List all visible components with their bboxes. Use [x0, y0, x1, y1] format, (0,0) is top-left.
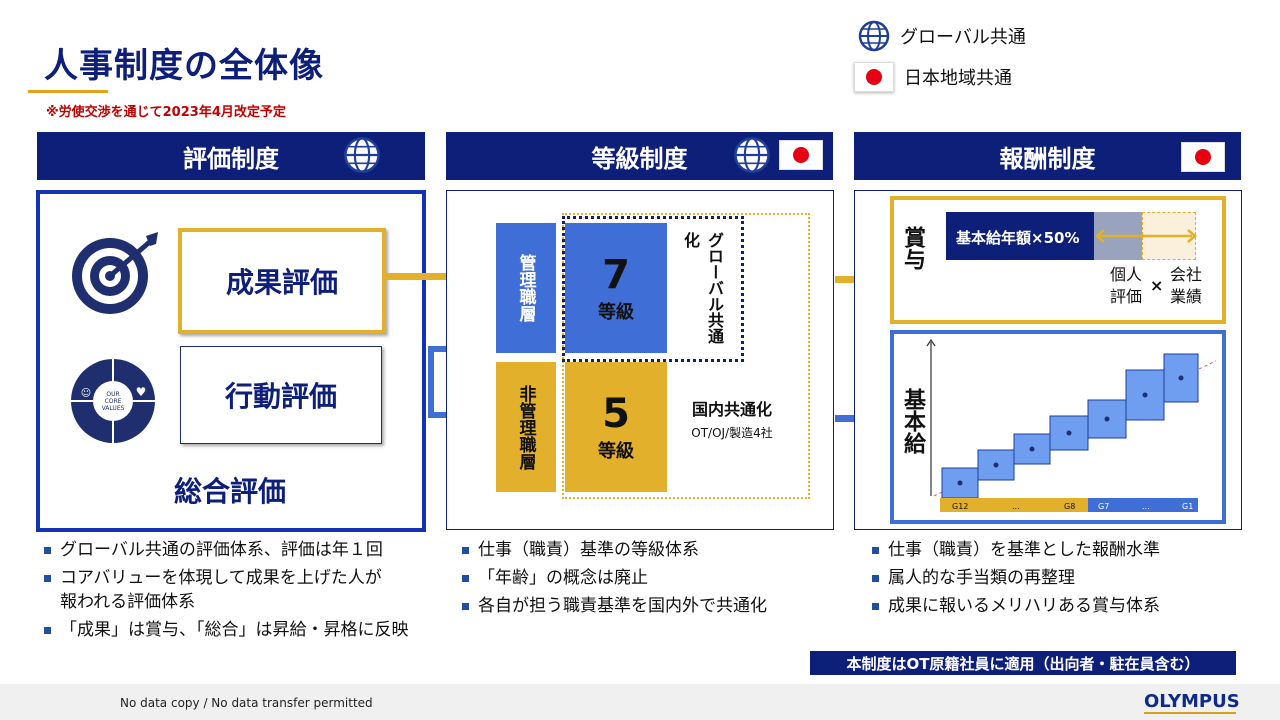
svg-text:VALUES: VALUES — [102, 405, 125, 412]
management-grade-box: 7 等級 — [565, 223, 667, 353]
footer-bar — [0, 684, 1280, 720]
globe-icon — [734, 137, 770, 173]
list-item: 仕事（職責）基準の等級体系 — [460, 536, 840, 564]
bonus-formula-bar — [946, 212, 1096, 260]
title-underline — [28, 90, 108, 93]
evaluation-bullets: グローバル共通の評価体系、評価は年１回 コアバリューを体現して成果を上げた人が … — [42, 536, 442, 644]
core-values-icon: OUR CORE VALUES ♥ ☺ — [71, 359, 155, 443]
grade-tick-g8: G8 — [1064, 502, 1075, 511]
multiply-sign: × — [1150, 276, 1164, 295]
list-item: 「年齢」の概念は廃止 — [460, 564, 840, 592]
overall-evaluation-label: 総合評価 — [173, 475, 286, 508]
legend-japan-label: 日本地域共通 — [904, 68, 1012, 89]
grade-tick-g12: G12 — [952, 502, 968, 511]
legend-global: グローバル共通 — [858, 20, 1026, 52]
svg-text:CORE: CORE — [105, 398, 122, 405]
behavior-connector-vertical — [428, 346, 434, 418]
global-dotted-frame — [562, 216, 744, 362]
double-arrow-icon — [1095, 229, 1197, 243]
grade-tick-ellipsis-1: ... — [1012, 502, 1020, 511]
grade-tick-g7: G7 — [1098, 502, 1109, 511]
management-grade-unit: 等級 — [598, 302, 634, 323]
reward-bullets: 仕事（職責）を基準とした報酬水準 属人的な手当類の再整理 成果に報いるメリハリあ… — [870, 536, 1250, 620]
reward-header-label: 報酬制度 — [999, 144, 1096, 173]
domestic-common-subtext: OT/OJ/製造4社 — [691, 426, 773, 440]
list-item: 仕事（職責）を基準とした報酬水準 — [870, 536, 1250, 564]
grade-bullets: 仕事（職責）基準の等級体系 「年齢」の概念は廃止 各自が担う職責基準を国内外で共… — [460, 536, 840, 620]
legend-japan: 日本地域共通 — [854, 62, 1012, 92]
individual-evaluation-label: 個人評価 — [1109, 265, 1142, 306]
non-management-layer-label: 非管理職層 — [496, 362, 556, 492]
bonus-label: 賞与 — [900, 226, 925, 270]
behavior-evaluation-label: 行動評価 — [224, 380, 337, 413]
management-grade-number: 7 — [602, 252, 630, 298]
global-common-text: グローバル共通化 — [681, 232, 724, 344]
svg-text:OUR: OUR — [106, 391, 119, 398]
bonus-formula-text: 基本給年額×50% — [956, 229, 1080, 247]
grade-header-label: 等級制度 — [591, 144, 688, 173]
result-evaluation-box: 成果評価 — [178, 228, 386, 334]
list-item: グローバル共通の評価体系、評価は年１回 — [42, 536, 442, 564]
footer-notice: No data copy / No data transfer permitte… — [120, 696, 373, 710]
japan-flag-icon — [1181, 142, 1225, 172]
non-management-grade-number: 5 — [602, 391, 630, 437]
scope-note: 本制度はOT原籍社員に適用（出向者・駐在員含む） — [810, 651, 1236, 675]
target-icon — [72, 232, 158, 314]
svg-text:☺: ☺ — [81, 388, 91, 399]
japan-flag-icon — [854, 62, 894, 92]
bonus-arrow-shaft — [835, 276, 871, 283]
reward-header: 報酬制度 — [854, 132, 1241, 180]
revision-note: ※労使交渉を通じて2023年4月改定予定 — [46, 105, 286, 120]
result-evaluation-label: 成果評価 — [225, 266, 338, 299]
grade-tick-ellipsis-2: ... — [1142, 502, 1150, 511]
evaluation-header-label: 評価制度 — [183, 144, 279, 173]
behavior-connector-bottom — [428, 412, 446, 418]
salary-step-chart: G12 ... G8 G7 ... G1 — [926, 338, 1216, 512]
globe-icon — [858, 20, 890, 52]
domestic-common-label: 国内共通化 OT/OJ/製造4社 — [672, 396, 792, 441]
list-item-continuation: 報われる評価体系 — [60, 592, 196, 612]
brand-logo: OLYMPUS — [1144, 691, 1240, 712]
result-connector — [383, 273, 447, 280]
management-layer-label: 管理職層 — [496, 223, 556, 353]
globe-icon — [344, 137, 380, 173]
brand-logo-underline — [1144, 712, 1236, 714]
behavior-connector-top — [428, 346, 446, 352]
list-item: 各自が担う職責基準を国内外で共通化 — [460, 592, 840, 620]
grade-tick-g1: G1 — [1182, 502, 1193, 511]
domestic-common-text: 国内共通化 — [691, 400, 772, 419]
list-item: 成果に報いるメリハリある賞与体系 — [870, 592, 1250, 620]
svg-text:♥: ♥ — [136, 385, 147, 399]
non-management-grade-box: 5 等級 — [565, 362, 667, 492]
page-title: 人事制度の全体像 — [44, 46, 324, 86]
list-item: 属人的な手当類の再整理 — [870, 564, 1250, 592]
company-performance-label: 会社業績 — [1169, 265, 1202, 306]
global-common-label: グローバル共通化 — [676, 232, 728, 350]
japan-flag-icon — [779, 140, 823, 170]
behavior-evaluation-box: 行動評価 — [180, 346, 382, 444]
list-item: 報われる評価体系 — [42, 588, 442, 616]
base-pay-arrow-shaft — [835, 415, 871, 422]
non-management-grade-unit: 等級 — [598, 441, 634, 462]
list-item: コアバリューを体現して成果を上げた人が — [42, 564, 442, 592]
management-layer-text: 管理職層 — [515, 254, 536, 322]
evaluation-header: 評価制度 — [37, 132, 425, 180]
legend-global-label: グローバル共通 — [900, 27, 1026, 48]
grade-header: 等級制度 — [446, 132, 833, 180]
list-item: 「成果」は賞与、「総合」は昇給・昇格に反映 — [42, 616, 442, 644]
non-management-layer-text: 非管理職層 — [515, 384, 536, 470]
base-pay-label: 基本給 — [900, 388, 925, 454]
